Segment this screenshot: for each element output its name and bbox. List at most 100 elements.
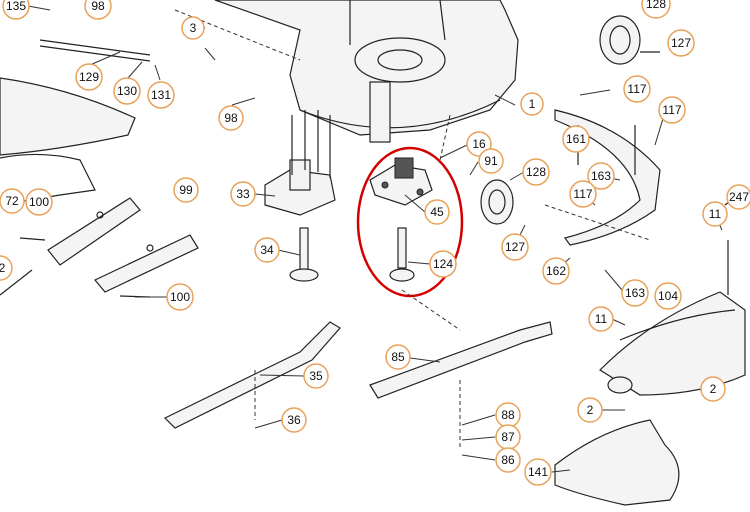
callout-117: 117: [623, 75, 651, 103]
callout-72: 72: [0, 188, 25, 214]
blade-left: [163, 321, 341, 429]
pulley: [480, 15, 660, 225]
callout-88: 88: [495, 402, 521, 428]
callout-36: 36: [281, 407, 307, 433]
callout-2: 2: [577, 397, 603, 423]
svg-text:128: 128: [646, 0, 666, 11]
svg-text:35: 35: [309, 369, 323, 383]
callout-34: 34: [254, 237, 280, 263]
callout-85: 85: [385, 344, 411, 370]
callout-35: 35: [303, 363, 329, 389]
svg-text:128: 128: [526, 165, 546, 179]
blade-center: [369, 321, 553, 399]
callout-98: 98: [218, 105, 244, 131]
svg-text:72: 72: [5, 194, 19, 208]
mower-deck-housing: [214, 0, 519, 143]
callout-16: 16: [466, 131, 492, 157]
svg-text:130: 130: [117, 84, 137, 98]
spindle-shaft-center: [389, 227, 415, 282]
callout-135: 135: [2, 0, 30, 20]
svg-text:86: 86: [501, 453, 515, 467]
svg-text:117: 117: [573, 187, 592, 201]
svg-text:88: 88: [501, 408, 515, 422]
callout-1: 1: [520, 92, 544, 116]
svg-text:2: 2: [0, 261, 6, 275]
callout-129: 129: [75, 63, 103, 91]
svg-text:104: 104: [658, 289, 678, 303]
svg-text:99: 99: [179, 183, 193, 197]
baffle: [554, 419, 680, 506]
callout-161: 161: [562, 125, 590, 153]
callout-100: 100: [25, 188, 53, 216]
svg-text:33: 33: [236, 187, 250, 201]
svg-text:11: 11: [709, 207, 722, 221]
svg-text:161: 161: [566, 132, 586, 146]
callout-130: 130: [113, 77, 141, 105]
callout-99: 99: [173, 177, 199, 203]
callout-45: 45: [424, 199, 450, 225]
svg-text:129: 129: [79, 70, 99, 84]
svg-text:163: 163: [591, 169, 611, 183]
callout-11: 11: [588, 306, 614, 332]
callout-2: 2: [0, 255, 13, 281]
svg-text:87: 87: [501, 430, 515, 444]
callout-127: 127: [501, 233, 529, 261]
callouts: 135 98 3 129 130 131 98 1 128 127 117 11…: [0, 0, 750, 486]
svg-text:127: 127: [671, 36, 691, 50]
left-discharge-shield: [0, 39, 151, 206]
callout-117: 117: [569, 180, 597, 208]
callout-98: 98: [84, 0, 112, 20]
svg-text:98: 98: [91, 0, 105, 13]
callout-87: 87: [495, 424, 521, 450]
svg-text:1: 1: [529, 97, 536, 111]
svg-text:91: 91: [484, 154, 498, 168]
svg-text:127: 127: [505, 240, 525, 254]
svg-text:85: 85: [391, 350, 405, 364]
svg-text:16: 16: [472, 137, 486, 151]
spindle-shaft-left: [289, 227, 319, 282]
callout-141: 141: [524, 458, 552, 486]
svg-text:2: 2: [587, 403, 594, 417]
svg-text:45: 45: [430, 205, 444, 219]
svg-text:11: 11: [595, 312, 608, 326]
callout-162: 162: [542, 257, 570, 285]
svg-text:162: 162: [546, 264, 566, 278]
callout-127: 127: [667, 29, 695, 57]
callout-163: 163: [621, 279, 649, 307]
callout-100: 100: [166, 283, 194, 311]
callout-11: 11: [702, 201, 728, 227]
svg-text:141: 141: [528, 465, 548, 479]
callout-124: 124: [429, 250, 457, 278]
svg-text:36: 36: [287, 413, 301, 427]
callout-3: 3: [181, 16, 205, 40]
spindle-housing-left: [264, 110, 336, 216]
callout-33: 33: [230, 181, 256, 207]
svg-text:163: 163: [625, 286, 645, 300]
discharge-chute: [599, 189, 746, 396]
callout-104: 104: [654, 282, 682, 310]
svg-text:135: 135: [6, 0, 26, 13]
callout-128: 128: [522, 158, 550, 186]
svg-text:247: 247: [729, 190, 749, 204]
callout-131: 131: [147, 81, 175, 109]
callout-117: 117: [658, 96, 686, 124]
callout-91: 91: [478, 148, 504, 174]
svg-text:98: 98: [224, 111, 238, 125]
svg-text:124: 124: [433, 257, 453, 271]
bracket-assembly: [0, 197, 199, 298]
callout-2: 2: [700, 376, 726, 402]
callout-128: 128: [641, 0, 671, 19]
svg-text:3: 3: [190, 21, 197, 35]
callout-247: 247: [726, 184, 750, 210]
svg-text:131: 131: [151, 88, 171, 102]
leader-lines: [27, 5, 723, 473]
svg-text:100: 100: [29, 195, 49, 209]
spindle-housing-center: [369, 157, 433, 206]
svg-text:100: 100: [170, 290, 190, 304]
callout-86: 86: [495, 447, 521, 473]
svg-text:34: 34: [260, 243, 274, 257]
svg-text:117: 117: [627, 82, 646, 96]
callout-163: 163: [587, 162, 615, 190]
